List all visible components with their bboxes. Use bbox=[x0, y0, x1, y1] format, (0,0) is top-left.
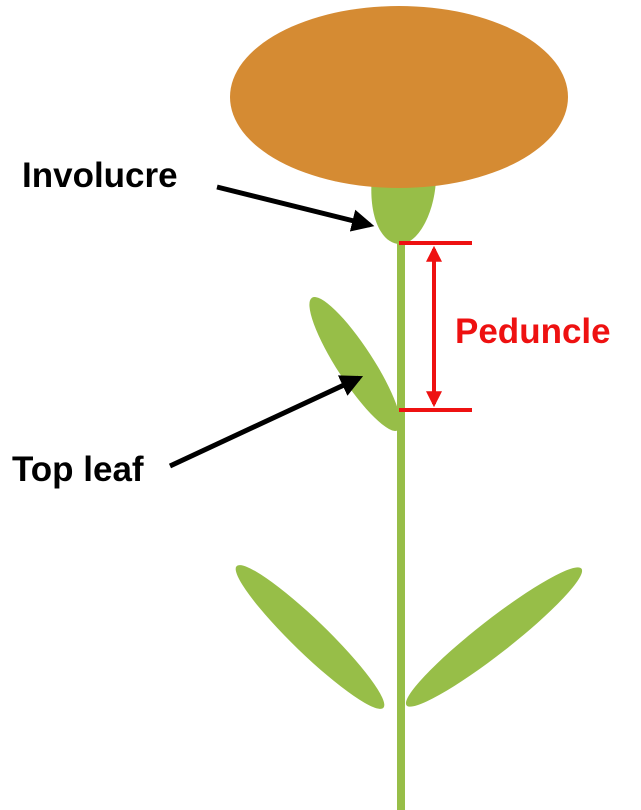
top-leaf-label: Top leaf bbox=[12, 450, 144, 489]
peduncle-label: Peduncle bbox=[455, 312, 611, 351]
involucre-label: Involucre bbox=[22, 156, 178, 195]
flower-head bbox=[230, 6, 568, 188]
involucre-pointer-arrow bbox=[217, 187, 370, 225]
lower-right-leaf bbox=[396, 555, 592, 718]
stem bbox=[397, 238, 405, 810]
top-leaf-shape bbox=[297, 288, 413, 440]
lower-left-leaf bbox=[225, 554, 395, 720]
top-leaf-pointer-arrow bbox=[170, 378, 359, 466]
